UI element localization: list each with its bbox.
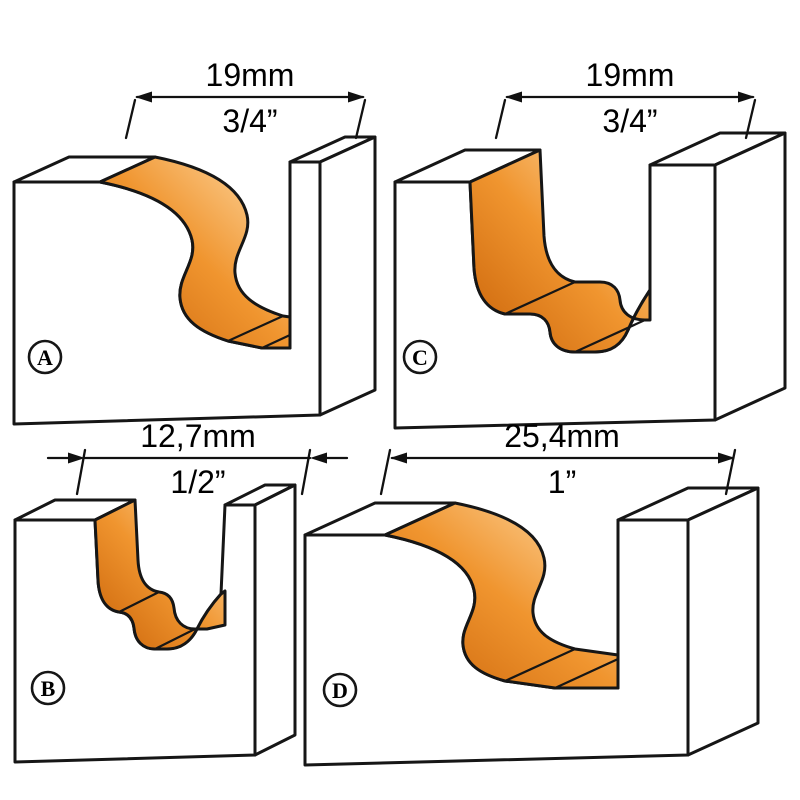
dimension-d-inch-label: 1”	[548, 464, 576, 500]
dimension-c-inch-label: 3/4”	[602, 103, 657, 139]
dimension-a-lines	[124, 95, 367, 140]
label-badge-a: A	[27, 339, 63, 375]
bit-block-d: D	[303, 486, 760, 767]
block-a-cut-edge-lines	[226, 314, 292, 350]
block-b-cut-surface	[93, 498, 227, 651]
block-c-cut-edge-lines	[503, 280, 647, 354]
block-a-cut-surface	[98, 155, 292, 350]
label-badge-b: B	[30, 670, 66, 706]
dimension-a-mm-label: 19mm	[206, 57, 295, 93]
badge-circle-c	[402, 339, 438, 375]
badge-letter-c: C	[412, 345, 428, 370]
badge-letter-b: B	[41, 676, 56, 701]
bit-block-b: B	[13, 483, 297, 764]
dimension-c-lines	[494, 95, 757, 140]
badge-letter-d: D	[332, 678, 348, 703]
block-c-right-side-face	[713, 131, 787, 422]
block-d-cut-surface	[383, 501, 620, 690]
block-b-cut-edge-lines	[117, 590, 197, 651]
label-badge-c: C	[402, 339, 438, 375]
bit-block-c: C	[393, 131, 787, 430]
dimension-c: 19mm 3/4”	[494, 57, 757, 140]
dimension-d-lines	[379, 448, 737, 496]
badge-circle-a	[27, 339, 63, 375]
dimension-c-mm-label: 19mm	[586, 57, 675, 93]
dimension-b-mm-label: 12,7mm	[140, 418, 256, 454]
block-d-right-side-face	[686, 486, 760, 757]
dimension-a-inch-label: 3/4”	[222, 103, 277, 139]
block-c-cut-surface	[468, 148, 652, 354]
dimension-d: 25,4mm 1”	[379, 418, 737, 500]
dimension-a: 19mm 3/4”	[124, 57, 367, 140]
dimension-b-inch-label: 1/2”	[170, 464, 225, 500]
badge-letter-a: A	[37, 345, 53, 370]
block-a-right-side-face	[318, 135, 377, 417]
badge-circle-b	[30, 670, 66, 706]
badge-circle-d	[322, 672, 358, 708]
dimension-b: 12,7mm 1/2”	[46, 418, 349, 500]
dimension-d-mm-label: 25,4mm	[504, 418, 620, 454]
block-b-right-side-face	[253, 483, 297, 757]
label-badge-d: D	[322, 672, 358, 708]
block-d-cut-edge-lines	[503, 647, 620, 690]
dimension-b-lines	[46, 448, 349, 496]
bit-block-a: A	[12, 135, 377, 426]
